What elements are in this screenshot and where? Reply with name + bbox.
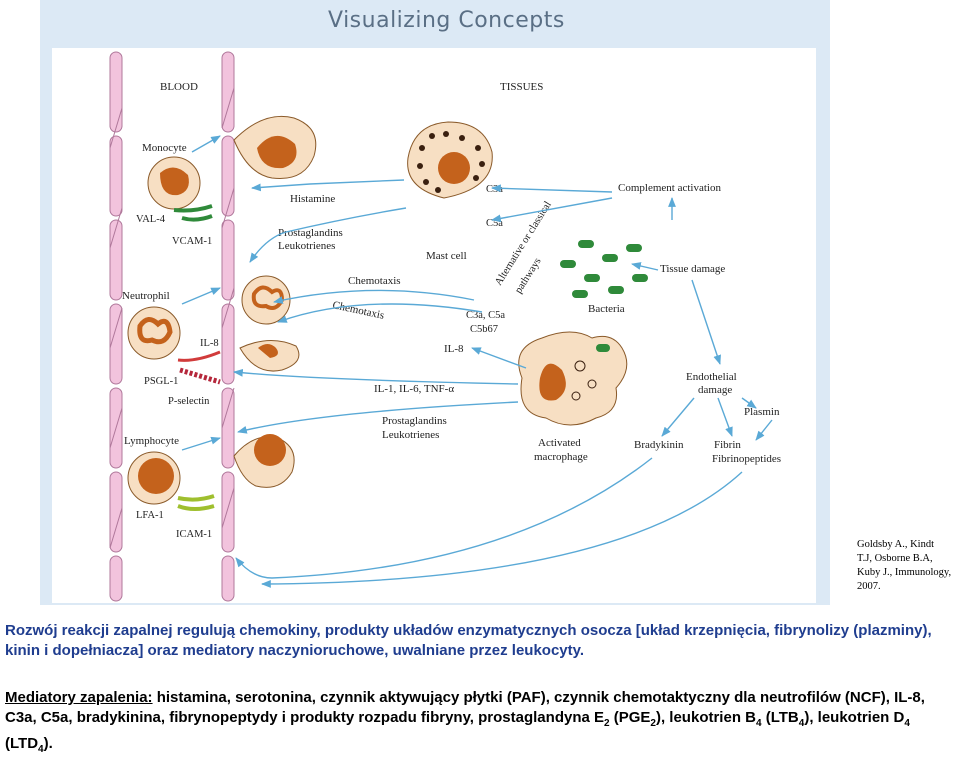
prostaglandins-label-1: Prostaglandins (278, 227, 343, 239)
c3a-c5a-label: C3a, C5a (466, 310, 505, 321)
il8-mid-label: IL-8 (444, 343, 464, 355)
blood-vessel-right (221, 51, 235, 602)
panel-title: Visualizing Concepts (328, 8, 565, 33)
flow-arrows (181, 135, 773, 588)
histamine-label: Histamine (290, 193, 335, 205)
plasmin-label: Plasmin (744, 406, 780, 418)
mediators-part3: ), leukotrien B (655, 709, 756, 726)
il8-left-label: IL-8 (200, 338, 219, 349)
mediators-part5: ), leukotrien D (804, 709, 905, 726)
activated-macrophage (518, 331, 628, 426)
tissue-damage-label: Tissue damage (660, 263, 725, 275)
emigrated-monocyte (233, 115, 317, 180)
inflammation-diagram: BLOOD TISSUES Monocyte VAL-4 VCAM-1 Neut… (52, 48, 816, 603)
mediators-sub3: 4 (755, 718, 762, 729)
mediators-part7: ). (43, 735, 53, 752)
mast-cell (407, 121, 493, 199)
mediators-sub4: 4 (798, 718, 805, 729)
cytokines-label: IL-1, IL-6, TNF-α (374, 383, 454, 395)
pselectin-label: P-selectin (168, 396, 210, 407)
citation-line-4: 2007. (857, 581, 881, 592)
emigrated-neutrophil (239, 275, 300, 372)
activated-label: Activated (538, 437, 581, 449)
psgl1-label: PSGL-1 (144, 376, 178, 387)
blood-vessel-left (109, 51, 123, 602)
c3a-label: C3a (486, 184, 503, 195)
val4-label: VAL-4 (136, 214, 166, 225)
bacteria-cluster (560, 240, 648, 298)
citation-line-2: T.J, Osborne B.A, (857, 553, 933, 564)
panel-header: Visualizing Concepts (40, 0, 830, 42)
damage-label: damage (698, 384, 732, 396)
prostaglandins-label-2: Prostaglandins (382, 415, 447, 427)
mast-cell-label: Mast cell (426, 250, 467, 262)
bacteria-label: Bacteria (588, 303, 625, 315)
endothelial-label: Endothelial (686, 371, 737, 383)
figure-panel: Visualizing Concepts (40, 0, 830, 605)
tissues-label: TISSUES (500, 81, 543, 93)
c5a-label: C5a (486, 218, 503, 229)
mediators-paragraph: Mediatory zapalenia: histamina, serotoni… (5, 688, 955, 760)
neutrophil-cell (127, 306, 181, 360)
neutrophil-label: Neutrophil (122, 290, 170, 302)
diagram-svg: BLOOD TISSUES Monocyte VAL-4 VCAM-1 Neut… (109, 51, 781, 602)
fibrin-label: Fibrin (714, 439, 741, 451)
mediators-part1: histamina, serotonina, czynnik aktywując… (5, 689, 925, 726)
chemotaxis-label-2: Chemotaxis (331, 299, 385, 322)
mediators-sub2: 2 (650, 718, 656, 729)
emigrated-lymphocyte (233, 434, 295, 488)
lfa1-label: LFA-1 (136, 510, 164, 521)
mediators-sub5: 4 (904, 718, 910, 729)
blood-label: BLOOD (160, 81, 198, 93)
mediators-label: Mediatory zapalenia: (5, 689, 153, 706)
c5b67-label: C5b67 (470, 324, 498, 335)
mediators-part2: (PGE (609, 709, 651, 726)
monocyte-label: Monocyte (142, 142, 187, 154)
lymphocyte-label: Lymphocyte (124, 435, 179, 447)
bradykinin-label: Bradykinin (634, 439, 684, 451)
citation: Goldsby A., Kindt T.J, Osborne B.A, Kuby… (857, 538, 957, 594)
leukotrienes-label-2: Leukotrienes (382, 429, 439, 441)
mediators-part4: (LTB (761, 709, 799, 726)
citation-line-1: Goldsby A., Kindt (857, 539, 935, 550)
macrophage-label: macrophage (534, 451, 588, 463)
vcam1-label: VCAM-1 (172, 236, 212, 247)
mediators-sub1: 2 (604, 718, 610, 729)
monocyte-cell (147, 156, 201, 210)
mediators-part6: (LTD (5, 735, 39, 752)
icam1-label: ICAM-1 (176, 529, 212, 540)
leukotrienes-label-1: Leukotrienes (278, 240, 335, 252)
caption-paragraph: Rozwój reakcji zapalnej regulują chemoki… (5, 622, 932, 659)
complement-activation-label: Complement activation (618, 182, 721, 194)
fibrinopeptides-label: Fibrinopeptides (712, 453, 781, 465)
lymphocyte-cell (127, 451, 181, 505)
citation-line-3: Kuby J., Immunology, (857, 567, 952, 578)
chemotaxis-label-1: Chemotaxis (348, 275, 401, 287)
